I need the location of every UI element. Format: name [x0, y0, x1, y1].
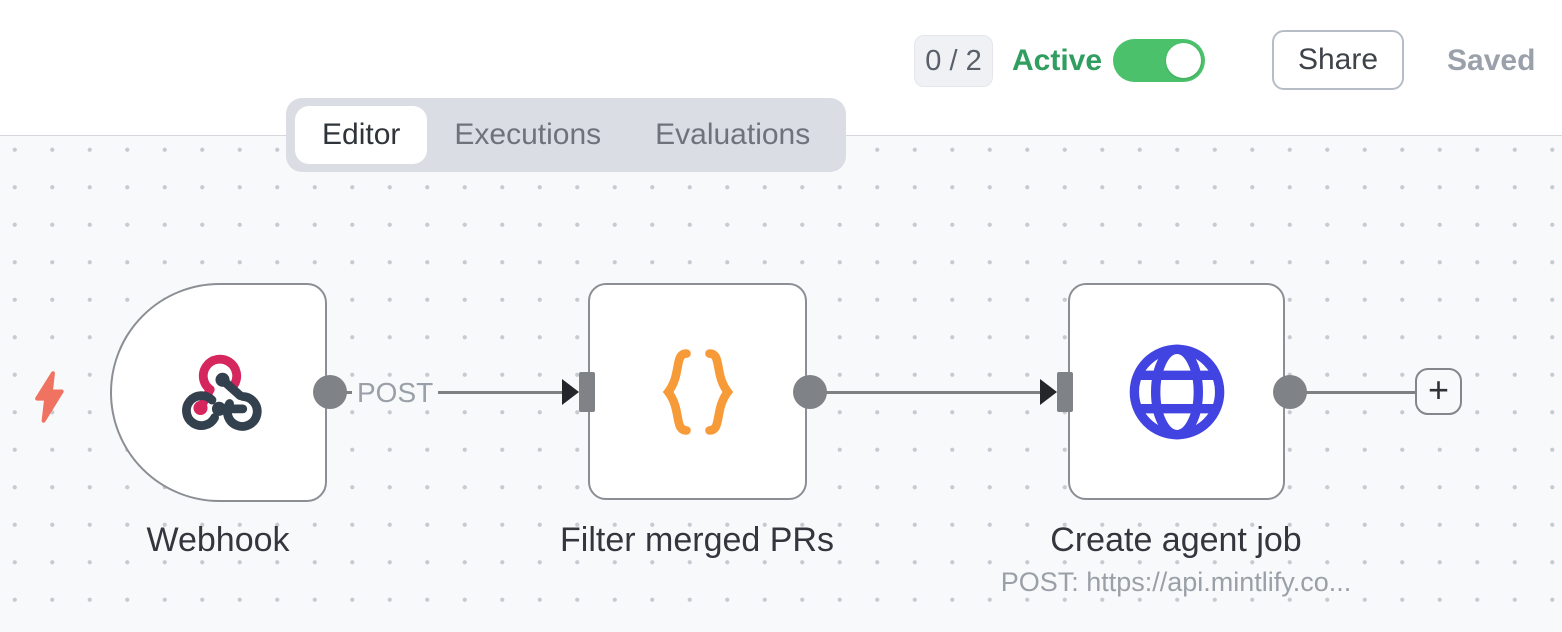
active-label: Active [1012, 44, 1103, 77]
http-output-connector[interactable] [1273, 375, 1307, 409]
active-toggle[interactable] [1113, 39, 1205, 82]
active-toggle-knob [1166, 43, 1201, 78]
http-input-connector[interactable] [1057, 372, 1073, 412]
connection-filter-to-http [825, 390, 1042, 394]
node-label-create-agent-job: Create agent job [1050, 521, 1302, 559]
node-label-webhook: Webhook [146, 521, 290, 559]
execution-counter-badge: 0 / 2 [914, 35, 993, 87]
lightning-bolt-icon [35, 371, 64, 423]
node-webhook[interactable] [110, 283, 327, 502]
webhook-output-connector[interactable] [313, 375, 347, 409]
tab-executions[interactable]: Executions [454, 118, 602, 151]
add-node-button[interactable]: + [1415, 368, 1462, 415]
webhook-icon [112, 285, 325, 500]
filter-input-connector[interactable] [579, 372, 595, 412]
node-filter-merged-prs[interactable] [588, 283, 807, 500]
workflow-canvas[interactable]: POST [0, 136, 1562, 632]
connection-http-to-add [1305, 390, 1417, 394]
share-button[interactable]: Share [1272, 30, 1404, 90]
share-button-label: Share [1297, 43, 1379, 76]
code-braces-icon [590, 285, 805, 498]
connection-arrow-icon [562, 379, 579, 405]
globe-icon [1070, 285, 1283, 498]
saved-status: Saved [1447, 44, 1536, 77]
node-subtitle-create-agent-job: POST: https://api.mintlify.co... [1000, 567, 1352, 597]
node-create-agent-job[interactable] [1068, 283, 1285, 500]
node-label-filter: Filter merged PRs [560, 521, 834, 559]
connection-method-label: POST [352, 377, 439, 409]
filter-output-connector[interactable] [793, 375, 827, 409]
tab-editor[interactable]: Editor [295, 106, 428, 164]
execution-counter-value: 0 / 2 [925, 44, 982, 77]
connection-webhook-to-filter [340, 390, 565, 394]
tab-evaluations[interactable]: Evaluations [655, 118, 811, 151]
connection-arrow-icon [1040, 379, 1057, 405]
view-tabs: Editor Executions Evaluations [286, 98, 847, 172]
